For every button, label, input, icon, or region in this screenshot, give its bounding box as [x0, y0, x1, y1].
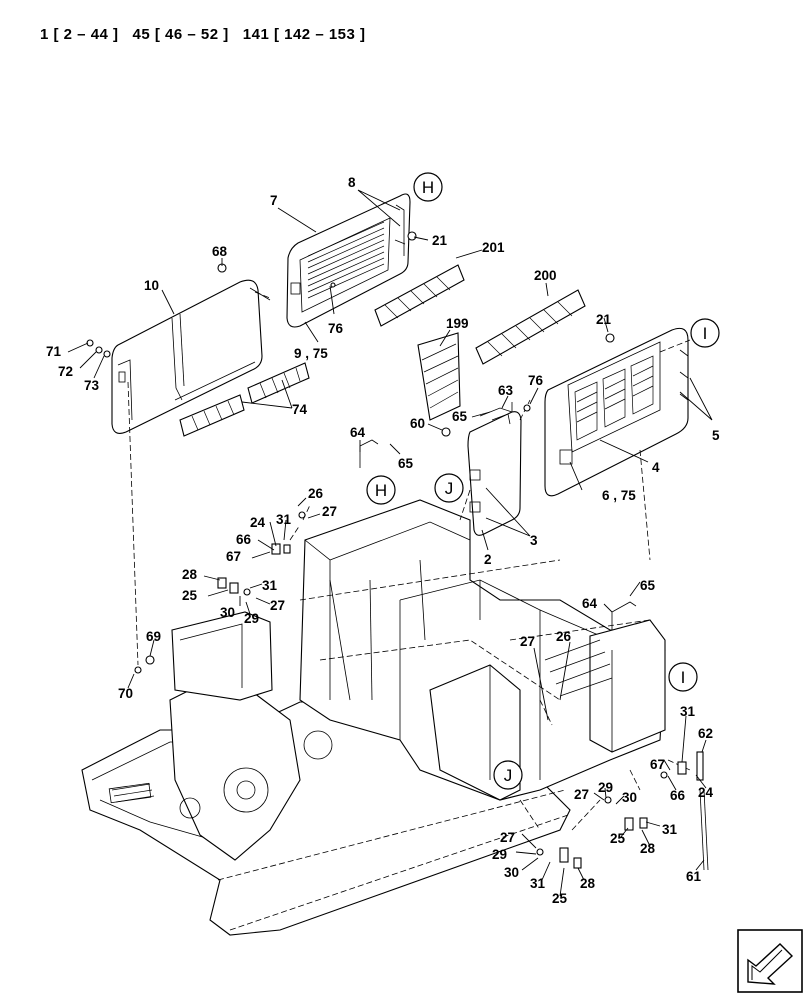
machine-frame	[81, 499, 666, 936]
callout-66-b: 66	[670, 788, 686, 803]
callout-3: 3	[530, 533, 538, 548]
callout-201: 201	[482, 240, 505, 255]
callout-30-a: 30	[220, 605, 235, 620]
callout-76-a: 76	[328, 321, 344, 336]
callout-31-a: 31	[276, 512, 292, 527]
svg-text:H: H	[375, 481, 387, 500]
callout-29-a: 29	[244, 611, 259, 626]
callout-67-a: 67	[226, 549, 241, 564]
view-marker-h-top: H	[413, 172, 443, 202]
svg-text:I: I	[681, 668, 686, 687]
callout-65-b: 65	[398, 456, 414, 471]
callout-69: 69	[146, 629, 161, 644]
callout-2: 2	[484, 552, 492, 567]
callout-27-a: 27	[322, 504, 337, 519]
callout-24-a: 24	[250, 515, 266, 530]
callout-27-d: 27	[574, 787, 589, 802]
callout-31-e: 31	[530, 876, 546, 891]
door-7	[286, 193, 411, 328]
callout-5: 5	[712, 428, 720, 443]
page-header: 1 [ 2 – 44 ] 45 [ 46 – 52 ] 141 [ 142 – …	[40, 26, 366, 43]
view-marker-i-lower: I	[668, 662, 698, 692]
callout-31-b: 31	[262, 578, 278, 593]
callout-76-b: 76	[528, 373, 544, 388]
callout-26-a: 26	[308, 486, 324, 501]
callout-27-c: 27	[520, 634, 535, 649]
callout-65-c: 65	[640, 578, 656, 593]
filter-199	[417, 332, 461, 421]
callout-74: 74	[292, 402, 308, 417]
callout-25-b: 25	[610, 831, 626, 846]
svg-text:H: H	[422, 178, 434, 197]
callout-labels: 8 7 21 201 68 10 200 76 9 , 75 199 21 71…	[46, 175, 720, 906]
callout-66-a: 66	[236, 532, 252, 547]
callout-28-c: 28	[580, 876, 596, 891]
callout-29-c: 29	[492, 847, 507, 862]
callout-62: 62	[698, 726, 713, 741]
callout-70: 70	[118, 686, 133, 701]
callout-4: 4	[652, 460, 660, 475]
callout-64-a: 64	[350, 425, 366, 440]
callout-29-b: 29	[598, 780, 613, 795]
callout-30-b: 30	[622, 790, 637, 805]
callout-21-b: 21	[596, 312, 612, 327]
filter-201	[374, 264, 465, 327]
view-marker-h-lower: H	[366, 475, 396, 505]
callout-65-a: 65	[452, 409, 468, 424]
callout-73: 73	[84, 378, 100, 393]
callout-60: 60	[410, 416, 425, 431]
view-marker-j-lower: J	[493, 760, 523, 790]
callout-10: 10	[144, 278, 159, 293]
hose-64-upper	[359, 439, 379, 468]
callout-68: 68	[212, 244, 228, 259]
hose-64-right	[611, 601, 637, 640]
callout-6-75: 6 , 75	[602, 488, 636, 503]
callout-27-e: 27	[500, 830, 515, 845]
callout-64-b: 64	[582, 596, 598, 611]
svg-text:J: J	[504, 766, 513, 785]
callout-24-b: 24	[698, 785, 714, 800]
svg-text:I: I	[703, 324, 708, 343]
callout-71: 71	[46, 344, 62, 359]
callout-26-b: 26	[556, 629, 572, 644]
callout-31-d: 31	[662, 822, 678, 837]
callout-199: 199	[446, 316, 469, 331]
leader-lines	[67, 189, 713, 897]
callout-30-c: 30	[504, 865, 519, 880]
callout-21-a: 21	[432, 233, 448, 248]
callout-63: 63	[498, 383, 514, 398]
callout-9-75: 9 , 75	[294, 346, 328, 361]
callout-72: 72	[58, 364, 73, 379]
panel-2	[467, 411, 522, 536]
callout-61: 61	[686, 869, 702, 884]
callout-67-b: 67	[650, 757, 665, 772]
panel-10	[111, 279, 271, 434]
svg-text:J: J	[445, 479, 454, 498]
view-marker-j-top: J	[434, 473, 464, 503]
callout-28-b: 28	[640, 841, 656, 856]
callout-25-c: 25	[552, 891, 568, 906]
callout-8: 8	[348, 175, 356, 190]
filter-200	[475, 289, 586, 365]
callout-27-b: 27	[270, 598, 285, 613]
callout-28-a: 28	[182, 567, 198, 582]
callout-7: 7	[270, 193, 278, 208]
door-4	[544, 327, 689, 497]
foam-74	[179, 362, 310, 437]
callout-200: 200	[534, 268, 557, 283]
arrow-icon[interactable]	[737, 929, 803, 993]
callout-31-c: 31	[680, 704, 696, 719]
view-marker-i-top: I	[690, 318, 720, 348]
callout-25-a: 25	[182, 588, 198, 603]
